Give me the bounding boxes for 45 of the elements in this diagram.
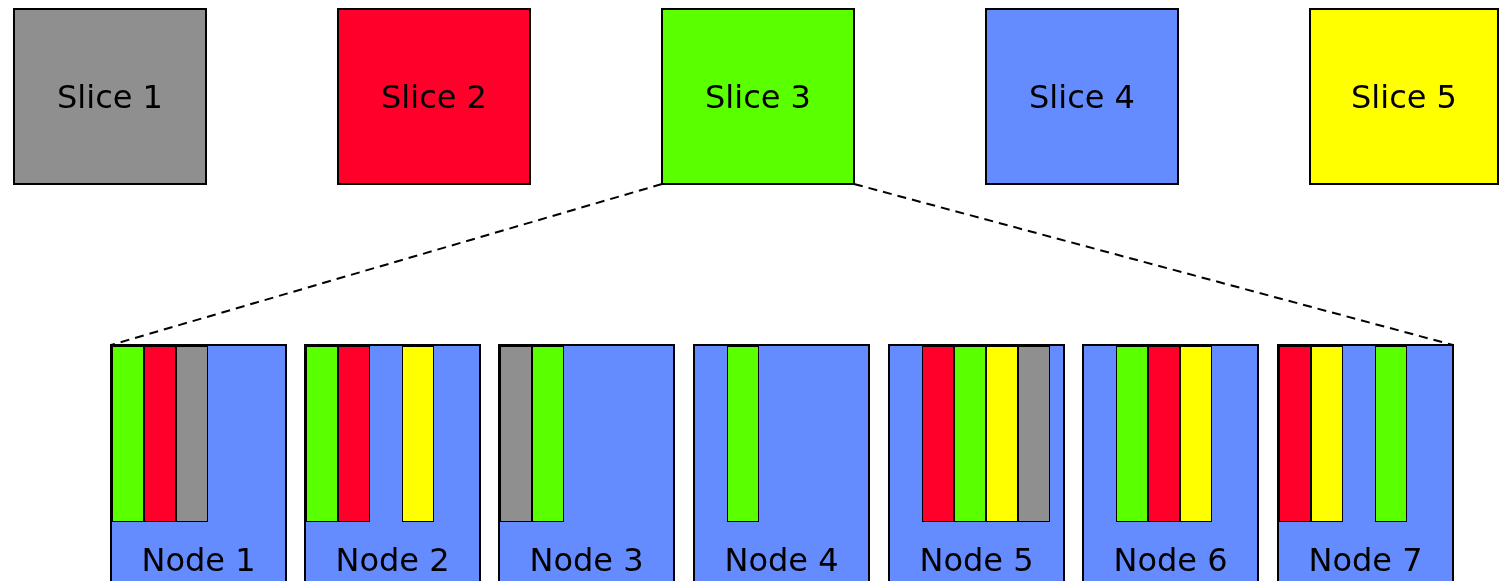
stripe-bar bbox=[338, 346, 370, 522]
slice-box bbox=[985, 8, 1179, 185]
box-label: Slice 2 bbox=[381, 80, 487, 113]
stripe-bar bbox=[1116, 346, 1148, 522]
stripe-bar bbox=[144, 346, 176, 522]
box-label: Node 1 bbox=[140, 544, 257, 576]
slice-box bbox=[661, 8, 855, 185]
stripe-bar bbox=[727, 346, 759, 522]
box-label: Node 3 bbox=[528, 544, 645, 576]
node-box bbox=[1277, 344, 1454, 581]
dashed-connector bbox=[853, 183, 1454, 346]
stripe-bar bbox=[1180, 346, 1212, 522]
slice-box bbox=[337, 8, 531, 185]
stripe-bar bbox=[1279, 346, 1311, 522]
node-box bbox=[1082, 344, 1259, 581]
box-label: Slice 1 bbox=[57, 80, 163, 113]
node-box bbox=[304, 344, 481, 581]
stripe-bar bbox=[954, 346, 986, 522]
slice-box bbox=[13, 8, 207, 185]
node-box bbox=[110, 344, 287, 581]
stripe-bar bbox=[1018, 346, 1050, 522]
stripe-bar bbox=[1375, 346, 1407, 522]
stripe-bar bbox=[532, 346, 564, 522]
box-label: Node 2 bbox=[334, 544, 451, 576]
box-label: Slice 3 bbox=[705, 80, 811, 113]
slice-box bbox=[1309, 8, 1499, 185]
stripe-bar bbox=[306, 346, 338, 522]
box-label: Slice 4 bbox=[1029, 80, 1135, 113]
box-label: Node 6 bbox=[1112, 544, 1229, 576]
box-label: Node 4 bbox=[723, 544, 840, 576]
node-box bbox=[888, 344, 1065, 581]
stripe-bar bbox=[402, 346, 434, 522]
stripe-bar bbox=[112, 346, 144, 522]
stripe-bar bbox=[500, 346, 532, 522]
stripe-bar bbox=[986, 346, 1018, 522]
stripe-bar bbox=[1311, 346, 1343, 522]
box-label: Slice 5 bbox=[1351, 80, 1457, 113]
stripe-bar bbox=[1148, 346, 1180, 522]
box-label: Node 7 bbox=[1307, 544, 1424, 576]
node-box bbox=[693, 344, 870, 581]
box-label: Node 5 bbox=[918, 544, 1035, 576]
stripe-bar bbox=[176, 346, 208, 522]
node-box bbox=[498, 344, 675, 581]
dashed-connector bbox=[110, 183, 663, 346]
stripe-bar bbox=[922, 346, 954, 522]
